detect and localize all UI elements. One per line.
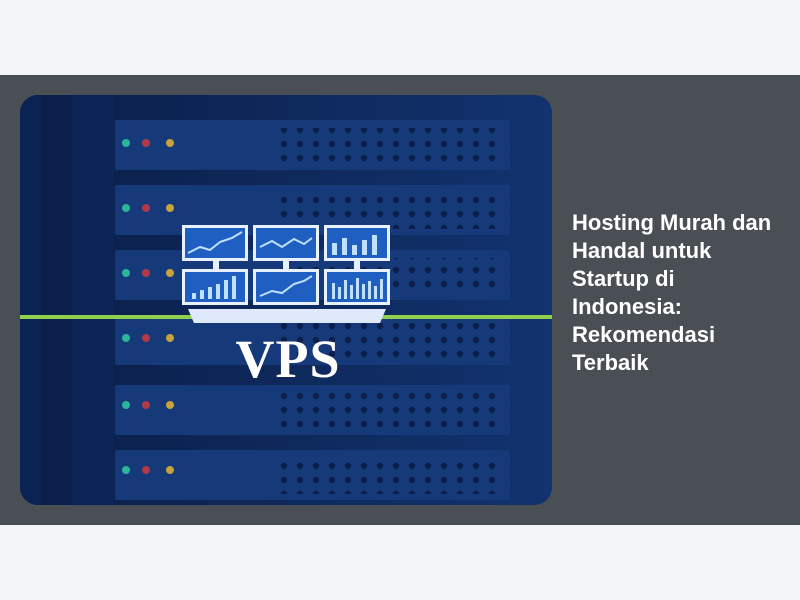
featured-image[interactable]: VPS <box>20 95 552 505</box>
monitor-grid <box>182 225 390 323</box>
vps-caption: VPS <box>235 329 340 389</box>
featured-post-card[interactable]: VPS Hosting Murah dan Handal untuk Start… <box>0 75 800 525</box>
vps-illustration: VPS <box>20 95 552 505</box>
status-lights <box>122 139 174 474</box>
post-title-link[interactable]: Hosting Murah dan Handal untuk Startup d… <box>572 210 772 375</box>
